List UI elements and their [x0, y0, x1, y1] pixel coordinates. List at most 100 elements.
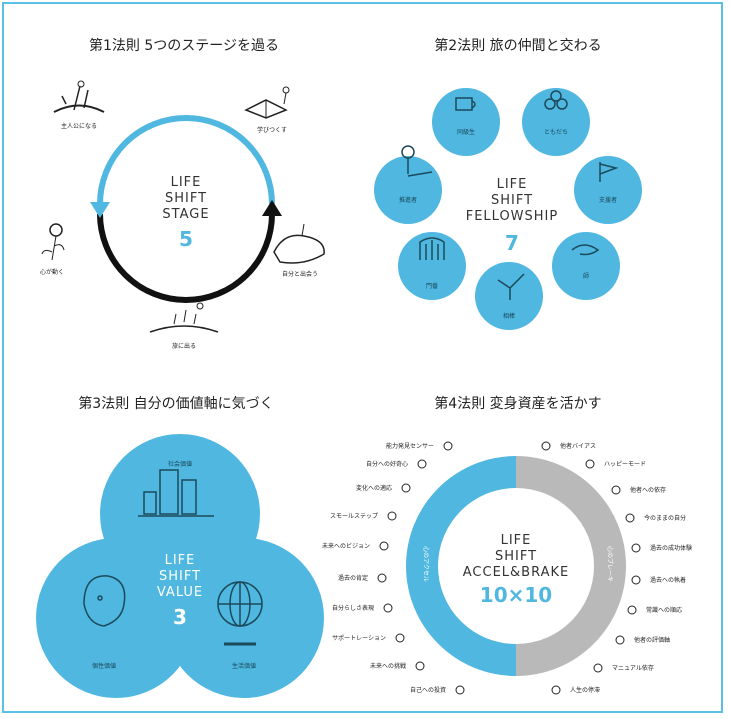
law3-title: 第3法則 自分の価値軸に気づく — [78, 395, 273, 412]
accel-item: 未来へのビジョン — [322, 541, 389, 551]
brake-icon — [551, 685, 561, 695]
law1-panel: 第1法則 5つのステージを過る LIFE SHIFT STAGE 5 主人公にな… — [40, 37, 325, 350]
accel-icon — [379, 541, 389, 551]
brake-item-label: 過去の成功体験 — [650, 544, 692, 552]
accel-item-label: 変化への適応 — [356, 484, 392, 492]
globe-icon — [217, 581, 263, 646]
accel-icon — [443, 441, 453, 451]
city-icon — [138, 469, 214, 517]
accel-item-label: スモールステップ — [330, 513, 378, 520]
value-label-life: 生活価値 — [232, 662, 256, 670]
law1-center-line1: LIFE — [171, 175, 202, 190]
horizon-icon — [149, 302, 219, 333]
law2-title: 第2法則 旅の仲間と交わる — [434, 37, 601, 54]
accel-icon — [387, 511, 397, 521]
brake-item-label: ハッピーモード — [604, 461, 646, 468]
life-shift-diagram: 第1法則 5つのステージを過る LIFE SHIFT STAGE 5 主人公にな… — [36, 37, 692, 698]
brake-item-label: 他者への依存 — [630, 486, 666, 494]
accel-item-label: 能力発見センサー — [386, 442, 434, 450]
brake-item-label: 常識への順応 — [646, 606, 682, 614]
law2-panel: 第2法則 旅の仲間と交わる 同級生 ともだ — [374, 37, 642, 330]
law2-center-line3: FELLOWSHIP — [466, 209, 559, 224]
law4-center-line1: LIFE — [501, 533, 532, 548]
accel-item-label: 未来へのビジョン — [322, 542, 370, 550]
accel-item: 自己への投資 — [410, 685, 465, 695]
law2-number: 7 — [505, 231, 519, 255]
law4-panel: 第4法則 変身資産を活かす 心のアクセル 心のブレーキ LIFE SHIFT A… — [322, 395, 692, 695]
gate-icon — [419, 237, 445, 260]
accel-half-ring — [406, 456, 516, 676]
brake-item: マニュアル依存 — [593, 663, 654, 673]
member-label-gatekeeper: 門番 — [426, 283, 438, 290]
law1-center-line2: SHIFT — [165, 191, 207, 206]
stage-label-journey: 旅に出る — [172, 342, 196, 350]
flag-icon — [599, 162, 619, 182]
hearts-icon — [544, 90, 568, 110]
cycle-arc-blue — [97, 115, 275, 205]
accel-icon — [377, 573, 387, 583]
brake-icon — [611, 485, 621, 495]
brake-icon — [593, 663, 603, 673]
law1-number: 5 — [179, 227, 193, 251]
accel-item-label: 自分らしさ表現 — [332, 604, 374, 612]
member-circle-partner — [475, 262, 543, 330]
cup-icon — [455, 97, 476, 111]
accel-icon — [401, 483, 411, 493]
law4-center-line2: SHIFT — [495, 549, 537, 564]
brake-ring-label: 心のブレーキ — [606, 546, 614, 582]
brake-half-ring — [516, 456, 626, 676]
accel-icon — [455, 685, 465, 695]
brake-item-label: マニュアル依存 — [612, 664, 654, 672]
value-label-individual: 個性価値 — [92, 662, 116, 670]
law1-center-line3: STAGE — [162, 207, 209, 222]
member-label-promoter: 推進者 — [399, 196, 417, 204]
dragon-icon — [571, 244, 600, 256]
brake-icon — [625, 513, 635, 523]
accel-icon — [383, 603, 393, 613]
accel-icon — [395, 633, 405, 643]
brake-icon — [585, 459, 595, 469]
open-book-icon — [244, 86, 290, 119]
member-circle-gatekeeper — [398, 232, 466, 300]
accel-item: サポートレーション — [332, 633, 405, 643]
law3-center-line3: VALUE — [157, 585, 203, 600]
cycle-arrow-up-icon — [262, 200, 282, 216]
accel-item-label: 自分への好奇心 — [366, 460, 408, 468]
law2-center-line1: LIFE — [497, 177, 528, 192]
brake-icon — [615, 635, 625, 645]
value-label-social: 社会価値 — [168, 460, 192, 468]
accel-item: 能力発見センサー — [386, 441, 453, 451]
value-circle-life — [164, 538, 324, 698]
value-circle-individual — [36, 538, 196, 698]
law3-number: 3 — [173, 605, 187, 629]
law4-number: 10×10 — [480, 583, 552, 607]
brake-icon — [627, 605, 637, 615]
accel-item: スモールステップ — [330, 511, 397, 521]
brake-item-label: 今のままの自分 — [644, 514, 686, 522]
cycle-arrow-down-icon — [90, 202, 110, 218]
accel-item-label: 過去の肯定 — [338, 574, 368, 582]
brake-item: 人生の停滞 — [551, 685, 600, 695]
law3-center-line1: LIFE — [165, 553, 196, 568]
member-label-mentor: 師 — [583, 272, 589, 280]
brake-icon — [631, 543, 641, 553]
brake-item-label: 他者バイアス — [560, 442, 596, 450]
law4-center-line3: ACCEL&BRAKE — [463, 565, 569, 580]
accel-item: 自分らしさ表現 — [332, 603, 393, 613]
accel-item: 過去の肯定 — [338, 573, 387, 583]
member-circle-supporter — [574, 156, 642, 224]
accel-item: 変化への適応 — [356, 483, 411, 493]
face-icon — [83, 575, 126, 627]
map-pin-icon — [401, 145, 433, 177]
brake-item: ハッピーモード — [585, 459, 646, 469]
member-circle-mentor — [552, 232, 620, 300]
sprout-icon — [53, 80, 105, 113]
stage-label-heart: 心が動く — [40, 268, 64, 276]
pond-icon — [273, 223, 325, 264]
brake-icon — [631, 575, 641, 585]
accel-icon — [417, 459, 427, 469]
accel-icon — [415, 661, 425, 671]
cycle-arc-black — [97, 213, 275, 303]
member-label-partner: 相棒 — [503, 312, 515, 320]
law1-title: 第1法則 5つのステージを過る — [89, 37, 279, 54]
